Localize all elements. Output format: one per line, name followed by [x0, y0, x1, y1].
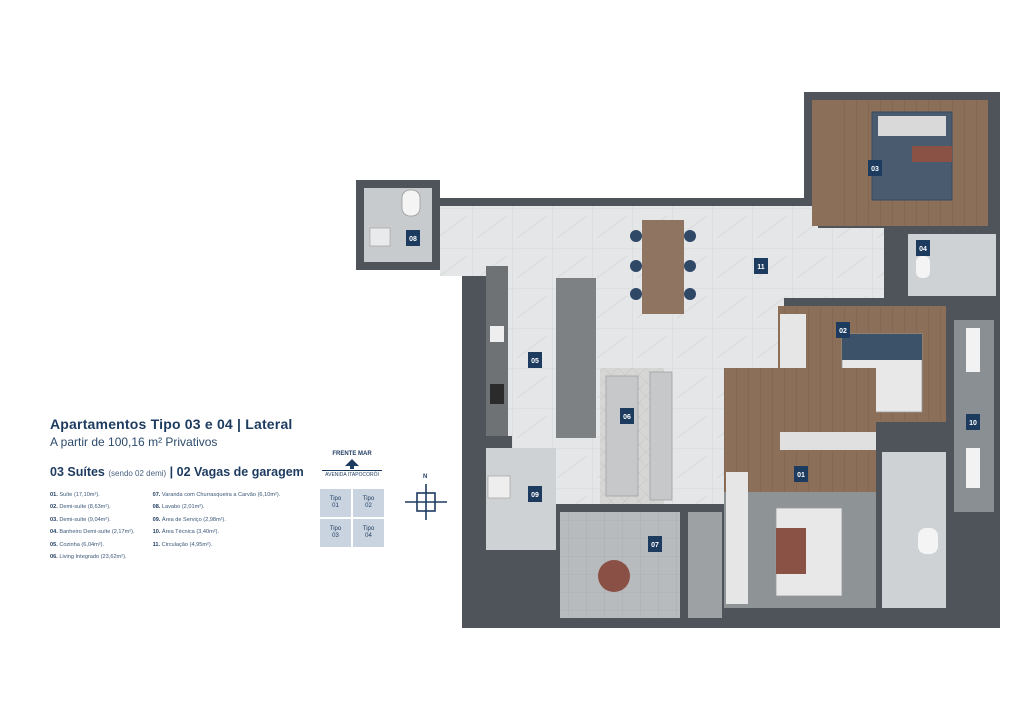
headline-parking: 02 Vagas de garagem [176, 465, 304, 479]
dining-table [642, 220, 684, 314]
svg-text:04: 04 [919, 246, 927, 253]
room-03-demi-suite [812, 100, 988, 226]
tipo-01-box: Tipo 01 [320, 489, 351, 517]
tipo-03-box: Tipo 03 [320, 519, 351, 547]
frente-mar-indicator: FRENTE MAR AVENIDA ITAPOCORÓI [322, 451, 382, 478]
room-badges: 01 02 03 04 05 06 07 08 09 10 11 [406, 160, 980, 552]
sofa [605, 375, 639, 497]
room-01-suite [724, 368, 876, 608]
room-08-lavabo [364, 188, 432, 262]
svg-text:08: 08 [409, 236, 417, 243]
avenida-label: AVENIDA ITAPOCORÓI [322, 470, 382, 478]
badge-07: 07 [648, 536, 662, 552]
legend-item: 09. Área de Serviço (2,98m²). [152, 516, 226, 523]
headline-suites: 03 Suítes [50, 465, 105, 479]
badge-10: 10 [966, 414, 980, 430]
headline-separator: | [166, 465, 177, 479]
svg-text:01: 01 [797, 472, 805, 479]
svg-text:03: 03 [871, 166, 879, 173]
info-panel: Apartamentos Tipo 03 e 04 | Lateral A pa… [50, 416, 340, 563]
badge-09: 09 [528, 486, 542, 502]
legend-item: 10. Área Técnica (3,40m²). [152, 529, 220, 536]
legend-item: 02. Demi-suíte (8,63m²). [50, 504, 111, 511]
tipo-key-grid: Tipo 01 Tipo 02 Tipo 03 Tipo 04 [320, 489, 384, 547]
compass-rose: N [405, 474, 447, 522]
svg-text:06: 06 [623, 414, 631, 421]
compass-north-label: N [423, 474, 428, 480]
compass-icon [405, 484, 447, 520]
svg-text:09: 09 [531, 492, 539, 499]
badge-04: 04 [916, 240, 930, 256]
cooktop-icon [490, 384, 504, 404]
legend-item: 08. Lavabo (2,01m²). [152, 504, 205, 511]
sink-icon [490, 326, 504, 342]
legend-item: 11. Circulação (4,95m²). [152, 541, 213, 548]
toilet-icon [918, 528, 938, 554]
headline-suites-note: (sendo 02 demi) [108, 469, 167, 478]
sink-icon [369, 227, 391, 247]
room-11-circulacao [728, 228, 884, 298]
badge-06: 06 [620, 408, 634, 424]
legend-column-right: 07. Varanda com Churrasqueira a Carvão (… [153, 489, 281, 563]
kitchen-island [556, 278, 596, 438]
legend-item: 01. Suíte (17,10m²). [50, 492, 100, 498]
page-title: Apartamentos Tipo 03 e 04 | Lateral [50, 416, 293, 432]
badge-05: 05 [528, 352, 542, 368]
frente-mar-label: FRENTE MAR [332, 451, 372, 457]
page-subtitle: A partir de 100,16 m² Privativos [50, 435, 218, 449]
sofa-side [649, 371, 673, 501]
tipo-02-box: Tipo 02 [353, 489, 384, 517]
legend-item: 04. Banheiro Demi-suíte (2,17m²). [50, 529, 135, 536]
toilet-icon [916, 256, 930, 278]
arrow-up-icon [345, 459, 359, 466]
round-table [598, 560, 630, 592]
legend-item: 06. Living Integrado (23,62m²). [50, 554, 127, 561]
floor-plan: 01 02 03 04 05 06 07 08 09 10 11 [356, 92, 1000, 628]
badge-03: 03 [868, 160, 882, 176]
legend-column-left: 01. Suíte (17,10m²). 02. Demi-suíte (8,6… [50, 489, 135, 563]
legend-item: 05. Cozinha (6,04m²). [50, 541, 105, 548]
arrow-stem [350, 466, 354, 469]
toilet-icon [401, 189, 421, 217]
sink-icon [487, 475, 511, 499]
room-07-varanda [560, 512, 722, 618]
badge-01: 01 [794, 466, 808, 482]
counter [486, 266, 508, 436]
room-09-servico [486, 448, 556, 550]
svg-text:11: 11 [757, 264, 765, 271]
wardrobe [726, 472, 748, 604]
badge-02: 02 [836, 322, 850, 338]
room-01-banheiro [882, 452, 946, 608]
badge-11: 11 [754, 258, 768, 274]
legend-item: 03. Demi-suíte (9,04m²). [50, 516, 111, 523]
svg-text:10: 10 [969, 420, 977, 427]
svg-text:07: 07 [651, 542, 659, 549]
headline: 03 Suítes (sendo 02 demi) | 02 Vagas de … [50, 465, 340, 479]
svg-text:02: 02 [839, 328, 847, 335]
svg-text:05: 05 [531, 358, 539, 365]
room-legend: 01. Suíte (17,10m²). 02. Demi-suíte (8,6… [50, 489, 340, 563]
badge-08: 08 [406, 230, 420, 246]
tipo-04-box: Tipo 04 [353, 519, 384, 547]
shelf [780, 432, 876, 450]
room-05-cozinha [486, 266, 556, 436]
legend-item: 07. Varanda com Churrasqueira a Carvão (… [152, 492, 281, 498]
